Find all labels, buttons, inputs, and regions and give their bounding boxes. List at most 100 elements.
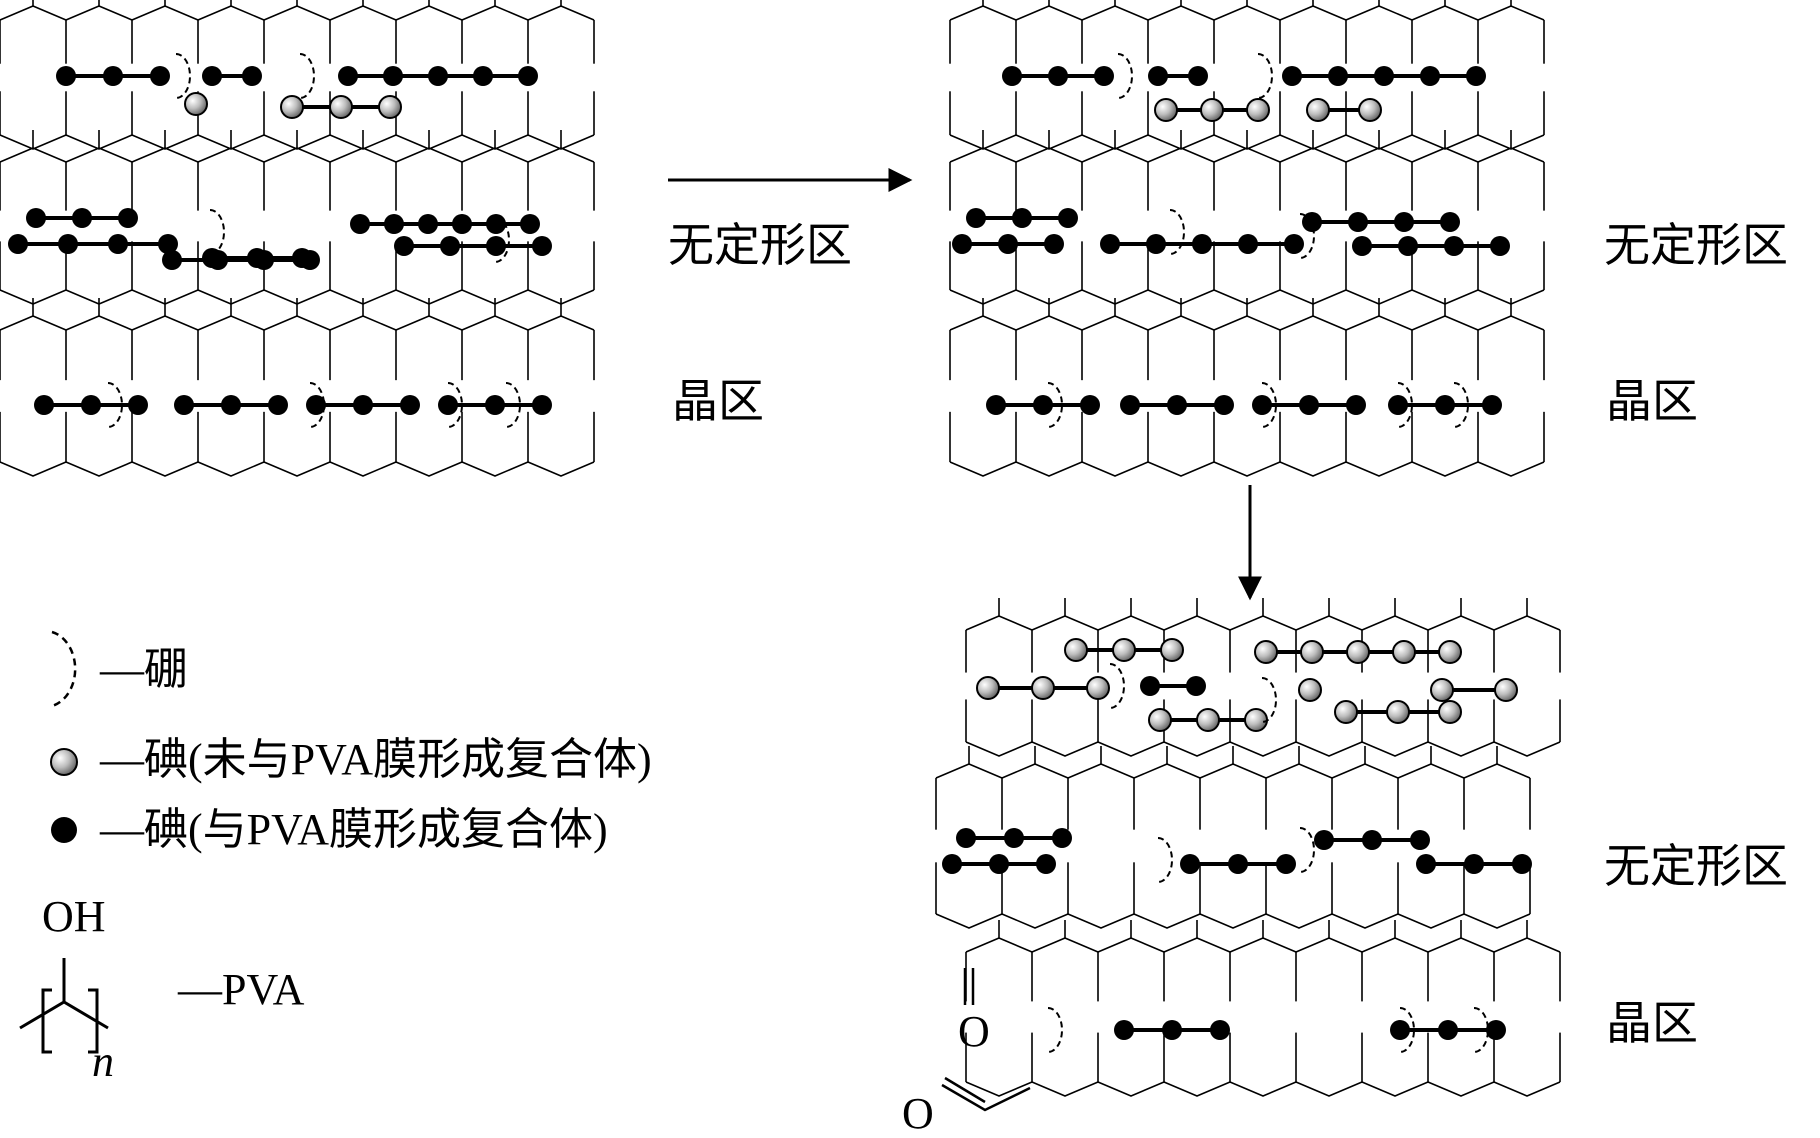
complexed-iodine-atom: [1162, 1020, 1182, 1040]
complexed-iodine-atom: [1188, 66, 1208, 86]
complexed-iodine-chain: [1140, 676, 1206, 696]
uncomplexed-iodine-atom: [329, 95, 353, 119]
complexed-iodine-atom: [1210, 1020, 1230, 1040]
boron-crosslink: [1473, 1007, 1489, 1053]
uncomplexed-iodine-atom: [1086, 676, 1110, 700]
complexed-iodine-chain: [1252, 395, 1366, 415]
carbonyl-oxygen-1: O: [958, 1007, 990, 1056]
complexed-iodine-atom: [1388, 395, 1408, 415]
complexed-iodine-chain: [202, 66, 262, 86]
uncomplexed-iodine-atom: [1358, 98, 1382, 122]
complexed-iodine-chain: [1002, 66, 1114, 86]
boron-crosslink: [209, 209, 225, 255]
complexed-iodine-atom: [989, 854, 1009, 874]
amorphous-label-2: 无定形区: [1604, 218, 1788, 272]
legend-boron-text: —硼: [100, 645, 188, 694]
boron-crosslink: [494, 217, 510, 263]
complexed-iodine-atom: [202, 66, 222, 86]
amorphous-label-1: 无定形区: [668, 218, 852, 272]
complexed-iodine-atom: [1420, 66, 1440, 86]
uncomplexed-iodine-atom: [1430, 678, 1454, 702]
complexed-iodine-atom: [128, 395, 148, 415]
complexed-iodine-atom: [108, 234, 128, 254]
uncomplexed-iodine-atom: [1386, 700, 1410, 724]
complexed-iodine-chain: [942, 854, 1056, 874]
complexed-iodine-atom: [428, 66, 448, 86]
uncomplexed-iodine-chain: [1430, 678, 1518, 702]
uncomplexed-iodine-atom: [1254, 640, 1278, 664]
complexed-iodine-atom: [1390, 1020, 1410, 1040]
complexed-iodine-atom: [221, 395, 241, 415]
complexed-iodine-atom: [1374, 66, 1394, 86]
complexed-iodine-atom: [1435, 395, 1455, 415]
complexed-iodine-chain: [966, 208, 1078, 228]
complexed-iodine-atom: [1120, 395, 1140, 415]
crystalline-label-1: 晶区: [672, 374, 764, 428]
complexed-iodine-atom: [438, 395, 458, 415]
complexed-iodine-atom: [1058, 208, 1078, 228]
complexed-iodine-chain: [174, 395, 288, 415]
complexed-iodine-atom: [1186, 676, 1206, 696]
panel-initial: [0, 0, 595, 477]
complexed-iodine-atom: [118, 208, 138, 228]
complexed-iodine-atom: [1302, 212, 1322, 232]
complexed-iodine-chain: [1100, 234, 1304, 254]
boron-crosslink: [299, 53, 315, 99]
uncomplexed-iodine-atom: [1334, 700, 1358, 724]
complexed-iodine-atom: [72, 208, 92, 228]
boron-crosslink: [1169, 209, 1185, 255]
complexed-iodine-chain: [306, 395, 420, 415]
uncomplexed-iodine-atom: [1031, 676, 1055, 700]
uncomplexed-iodine-atom: [184, 92, 208, 116]
complexed-iodine-atom: [1044, 234, 1064, 254]
complexed-iodine-atom: [518, 66, 538, 86]
complexed-iodine-chain: [202, 248, 312, 268]
complexed-iodine-atom: [1438, 1020, 1458, 1040]
complexed-iodine-atom: [268, 395, 288, 415]
pva-oh-group: OH: [42, 892, 106, 941]
complexed-iodine-atom: [1282, 66, 1302, 86]
complexed-iodine-atom: [1192, 234, 1212, 254]
uncomplexed-iodine-atom: [280, 95, 304, 119]
complexed-iodine-atom: [1299, 395, 1319, 415]
complexed-iodine-atom: [1252, 395, 1272, 415]
complexed-iodine-chain: [952, 234, 1064, 254]
complexed-iodine-chain: [34, 395, 148, 415]
complexed-iodine-chain: [1352, 236, 1510, 256]
complexed-iodine-chain: [1120, 395, 1234, 415]
complexed-iodine-atom: [1284, 234, 1304, 254]
complexed-iodine-atom: [418, 214, 438, 234]
complexed-iodine-chain: [1390, 1020, 1506, 1040]
crystalline-label-2: 晶区: [1606, 374, 1698, 428]
complexed-iodine-atom: [353, 395, 373, 415]
complexed-iodine-atom: [162, 250, 182, 270]
complexed-iodine-atom: [440, 236, 460, 256]
complexed-iodine-atom: [520, 214, 540, 234]
complexed-iodine-atom: [1486, 1020, 1506, 1040]
complexed-iodine-atom: [1328, 66, 1348, 86]
uncomplexed-iodine-chain: [976, 676, 1110, 700]
complexed-iodine-atom: [383, 66, 403, 86]
complexed-iodine-atom: [1048, 66, 1068, 86]
boron-crosslink: [1157, 837, 1173, 883]
complexed-iodine-atom: [486, 236, 506, 256]
uncomplexed-iodine-chain: [1334, 700, 1462, 724]
complexed-iodine-atom: [1466, 66, 1486, 86]
complexed-iodine-atom: [81, 395, 101, 415]
complexed-iodine-atom: [1140, 676, 1160, 696]
boron-crosslink: [107, 382, 123, 428]
complexed-iodine-atom: [1410, 830, 1430, 850]
uncomplexed-iodine-chain: [1298, 678, 1322, 702]
complexed-iodine-atom: [942, 854, 962, 874]
legend-pva-text: —PVA: [178, 965, 305, 1014]
complexed-iodine-atom: [1094, 66, 1114, 86]
complexed-iodine-atom: [202, 248, 222, 268]
complexed-iodine-chain: [1416, 854, 1532, 874]
amorphous-label-3: 无定形区: [1604, 839, 1788, 893]
complexed-iodine-atom: [1276, 854, 1296, 874]
complexed-iodine-atom: [384, 214, 404, 234]
complexed-iodine-atom: [1052, 828, 1072, 848]
complexed-iodine-atom: [1146, 234, 1166, 254]
complexed-iodine-atom: [26, 208, 46, 228]
complexed-iodine-chain: [338, 66, 538, 86]
